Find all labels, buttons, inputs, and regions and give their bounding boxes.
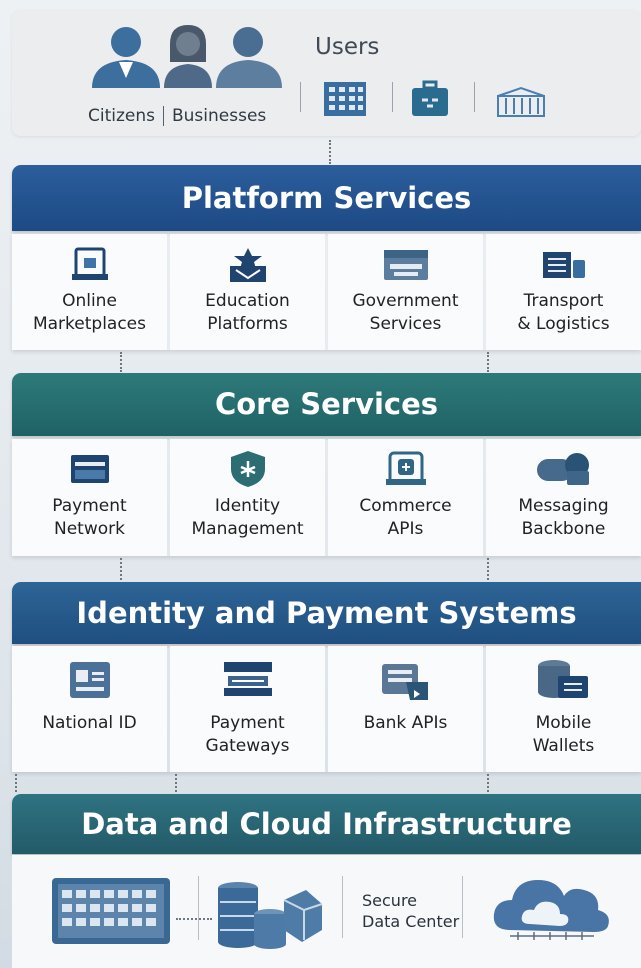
connector-line <box>487 774 489 792</box>
shield-icon <box>230 451 265 487</box>
layer-title: Identity and Payment Systems <box>76 596 577 630</box>
divider <box>198 876 199 940</box>
data-cloud-header: Data and Cloud Infrastructure <box>12 794 641 854</box>
connector-line <box>329 140 331 164</box>
connector-line <box>487 558 489 580</box>
cloud-icon <box>493 880 609 940</box>
secure-data-center-label: Secure Data Center <box>362 891 460 931</box>
layer-title: Data and Cloud Infrastructure <box>81 807 572 841</box>
database-icon <box>218 882 323 949</box>
graduation-cap-icon <box>229 248 266 282</box>
layer-title: Core Services <box>214 387 439 421</box>
core-services-header: Core Services <box>12 373 641 436</box>
briefcase-icon <box>412 80 448 116</box>
divider <box>392 82 393 112</box>
divider <box>163 106 164 126</box>
tile-national-id: National ID <box>12 646 167 772</box>
person-icon <box>216 27 282 88</box>
government-building-icon <box>497 86 545 117</box>
storefront-icon <box>71 247 108 280</box>
connector-line <box>120 558 122 580</box>
connector-line <box>176 918 212 920</box>
connector-line <box>15 774 17 792</box>
tile-label: Transport& Logistics <box>517 291 610 334</box>
layer-title: Platform Services <box>181 181 472 215</box>
tile-bank-apis: Bank APIs <box>328 646 483 772</box>
terminal-icon <box>223 662 272 696</box>
divider <box>462 876 463 938</box>
connector-line <box>120 352 122 372</box>
office-building-icon <box>324 82 366 116</box>
connector-line <box>487 352 489 372</box>
citizens-label: Citizens <box>88 106 155 126</box>
card-icon <box>70 455 109 483</box>
users-caption: Citizens Businesses <box>88 106 266 126</box>
connector-line <box>175 774 177 792</box>
truck-icon <box>542 252 585 278</box>
users-title: Users <box>315 34 380 60</box>
platform-services-header: Platform Services <box>12 165 641 231</box>
government-icon <box>383 250 428 280</box>
bank-api-icon <box>381 664 428 700</box>
divider <box>342 876 343 938</box>
businesses-label: Businesses <box>172 106 267 126</box>
message-icon <box>536 453 589 485</box>
person-icon <box>164 25 212 88</box>
id-card-icon <box>69 662 110 698</box>
tile-label: National ID <box>42 713 137 733</box>
identity-payment-header: Identity and Payment Systems <box>12 582 641 644</box>
divider <box>474 82 475 112</box>
wallet-icon <box>537 660 588 698</box>
users-people-icon <box>92 25 282 88</box>
person-icon <box>92 27 160 88</box>
divider <box>300 82 301 112</box>
tile-transport-logistics: Transport& Logistics <box>486 234 641 350</box>
server-rack-icon <box>52 878 170 944</box>
api-icon <box>385 451 426 485</box>
tile-label: Bank APIs <box>363 713 448 733</box>
